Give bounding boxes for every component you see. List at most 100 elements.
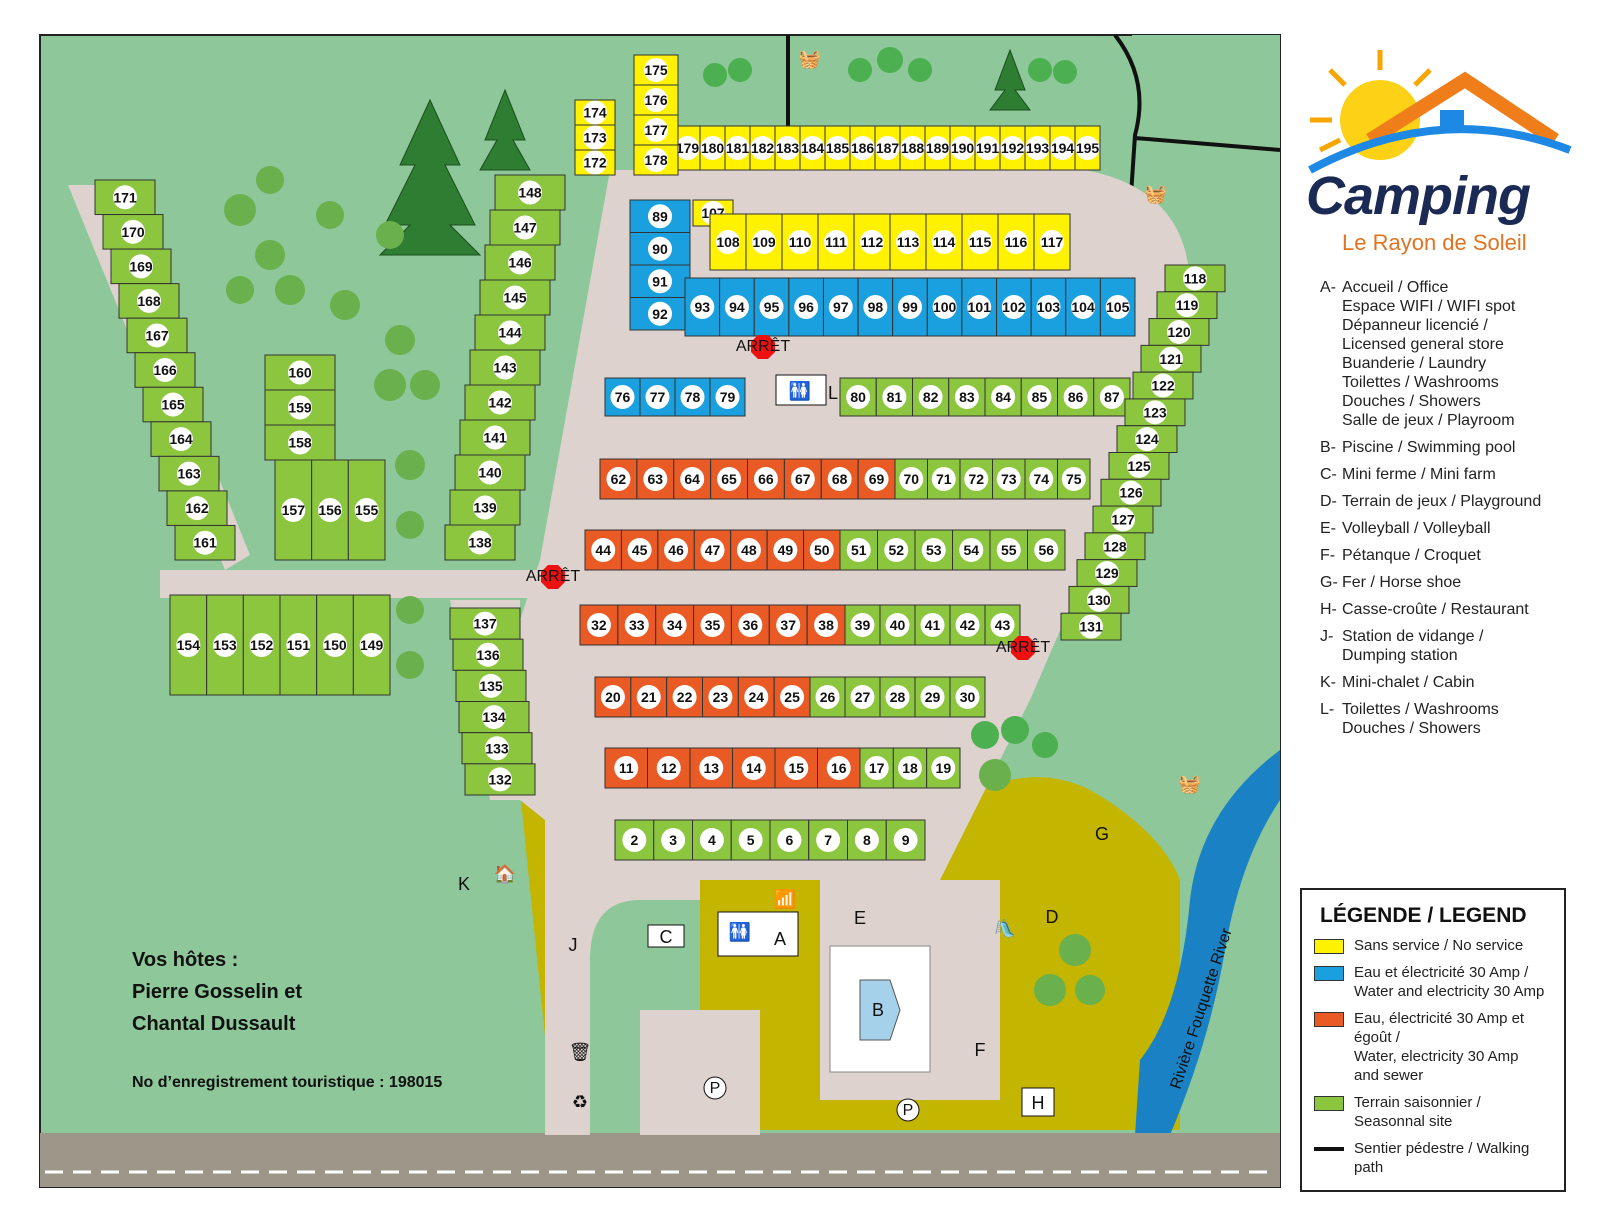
site-number: 12 (661, 760, 677, 776)
site-number-badge (800, 136, 825, 160)
site-number-badge (468, 530, 492, 555)
site-number: 118 (1184, 270, 1207, 286)
site-number-badge (622, 828, 647, 852)
site-number-badge (583, 150, 607, 175)
site-number-badge (967, 295, 992, 319)
site-number: 48 (741, 542, 757, 558)
site-number: 148 (518, 185, 542, 201)
parking-marker (896, 1098, 920, 1122)
letter-g: G (1095, 824, 1109, 844)
letter-e: E (854, 908, 866, 928)
service-text: Station de vidange /Dumping station (1342, 627, 1590, 665)
service-line: Mini-chalet / Cabin (1342, 674, 1475, 691)
site-number: 19 (936, 760, 952, 776)
campsite (783, 458, 822, 500)
site-number-badge (885, 685, 910, 709)
site-number-badge (899, 467, 924, 491)
site-number-badge (964, 467, 989, 491)
site-number: 65 (721, 471, 737, 487)
legend-label: Eau, électricité 30 Amp et égoût /Water,… (1354, 1010, 1525, 1084)
hosts-line: Chantal Dussault (132, 1013, 296, 1035)
site-number-badge (1029, 467, 1054, 491)
washroom-block (775, 374, 827, 406)
site-number-badge (485, 736, 509, 761)
site-number-badge (627, 538, 652, 562)
svg-text:ARRÊT: ARRÊT (736, 336, 790, 355)
site-number: 136 (476, 647, 500, 663)
site-number: 11 (619, 760, 634, 776)
wifi-icon: 📶 (774, 888, 796, 909)
office-building (717, 911, 799, 957)
site-number: 36 (743, 617, 759, 633)
site-number-badge (925, 136, 950, 160)
site-number: 149 (360, 637, 384, 653)
site-number: 45 (632, 542, 648, 558)
site-number-badge (249, 633, 274, 657)
site-number: 190 (951, 140, 975, 156)
site-number-badge (975, 136, 1000, 160)
cabin-icon: 🏠 (494, 864, 516, 884)
site-number: 83 (959, 389, 975, 405)
site-number-badge (662, 613, 687, 637)
site-number-badge (850, 136, 875, 160)
site-number-badge (955, 685, 980, 709)
site-number-badge (741, 756, 766, 780)
service-line: Douches / Showers (1342, 393, 1481, 410)
site-number-badge (661, 828, 686, 852)
site-number-badge (780, 685, 805, 709)
site-number: 131 (1079, 619, 1103, 635)
site-number-badge (1079, 614, 1103, 639)
site-number: 160 (288, 365, 312, 381)
site-number: 101 (968, 299, 992, 315)
site-number: 151 (287, 637, 311, 653)
service-item: F-Pétanque / Croquet (1320, 546, 1590, 565)
site-number-badge (690, 295, 715, 319)
site-number: 34 (667, 617, 683, 633)
site-number: 87 (1104, 389, 1120, 405)
site-number: 41 (925, 617, 941, 633)
site-number-badge (959, 538, 984, 562)
site-number: 175 (644, 62, 668, 78)
site-number: 8 (863, 832, 871, 848)
site-number: 68 (832, 471, 848, 487)
site-number-badge (1175, 293, 1199, 318)
site-number-badge (129, 254, 153, 279)
site-number-badge (716, 230, 740, 254)
service-line: Toilettes / Washrooms (1342, 701, 1499, 718)
site-number: 141 (483, 430, 507, 446)
service-item: G-Fer / Horse shoe (1320, 573, 1590, 592)
site-number: 2 (630, 832, 638, 848)
service-line: Toilettes / Washrooms (1342, 374, 1499, 391)
site-number-badge (493, 355, 517, 380)
service-code: A- (1320, 279, 1336, 296)
site-number-badge (176, 633, 201, 657)
site-number-badge (932, 295, 957, 319)
site-number: 154 (177, 637, 201, 653)
site-number-badge (1071, 295, 1096, 319)
site-number-badge (882, 385, 907, 409)
site-number: 7 (824, 832, 832, 848)
site-number: 22 (677, 689, 693, 705)
site-number-badge (478, 460, 502, 485)
site-number: 123 (1143, 404, 1167, 420)
site-number-badge (483, 425, 507, 450)
brand-subtitle: Le Rayon de Soleil (1342, 230, 1527, 255)
site-number-badge (875, 136, 900, 160)
site-number-badge (724, 295, 749, 319)
site-number: 128 (1103, 538, 1127, 554)
legend-label: Eau et électricité 30 Amp /Water and ele… (1354, 964, 1545, 1000)
site-number-badge (814, 613, 839, 637)
site-number-badge (816, 828, 841, 852)
site-number-badge (185, 496, 209, 521)
service-text: Mini-chalet / Cabin (1342, 673, 1590, 692)
site-number-badge (498, 320, 522, 345)
boundary-path (1113, 33, 1281, 211)
legend-swatch (1314, 966, 1344, 981)
site-number: 16 (831, 760, 847, 776)
site-number: 114 (933, 234, 956, 250)
site-number-badge (161, 392, 185, 417)
letter-f: F (975, 1040, 986, 1060)
site-number-badge (1087, 587, 1111, 612)
